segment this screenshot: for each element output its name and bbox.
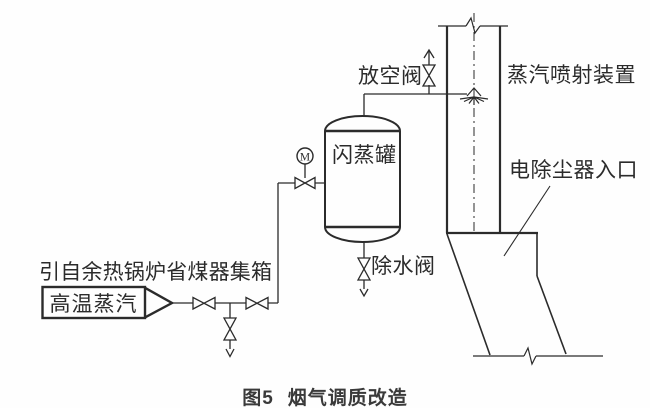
drain-valve-icon xyxy=(356,257,372,298)
feed-valve-1-icon xyxy=(192,296,216,311)
stack-duct xyxy=(438,13,508,233)
spray-nozzle-icon xyxy=(459,87,489,105)
esp-inlet-left-slant xyxy=(446,233,491,356)
vent-valve-label: 放空阀 xyxy=(358,64,423,88)
steam-box-outline xyxy=(41,285,175,320)
flash-tank-walls xyxy=(324,131,401,227)
flash-tank-top-dome xyxy=(324,115,401,132)
figure-title: 烟气调质改造 xyxy=(287,388,408,408)
steam-box-label: 高温蒸汽 xyxy=(49,291,138,316)
flash-tank-bottom-dome xyxy=(324,226,401,243)
pipe-lines xyxy=(172,51,467,349)
motor-valve-letter: M xyxy=(300,152,310,164)
esp-inlet-outline xyxy=(446,231,567,356)
flash-tank-shape xyxy=(324,115,401,243)
figure-number: 图5 xyxy=(242,388,274,408)
drain-valve-label: 除水阀 xyxy=(371,254,436,278)
drain-arrow-icon xyxy=(359,288,369,298)
ground-break-icon xyxy=(523,346,537,366)
steam-injector-label: 蒸汽喷射装置 xyxy=(507,63,636,87)
esp-inlet-label: 电除尘器入口 xyxy=(509,158,638,182)
ground-line xyxy=(473,346,603,366)
branch-valve-icon xyxy=(222,317,238,358)
feed-valve-2-icon xyxy=(245,296,269,311)
motor-valve-icon: M xyxy=(294,147,316,190)
stack-top-break-icon xyxy=(465,16,481,35)
figure-caption: 图5 烟气调质改造 xyxy=(0,383,650,408)
source-line-label: 引自余热锅炉省煤器集箱 xyxy=(39,260,273,284)
esp-label-leader-line xyxy=(503,185,551,257)
flash-tank-label: 闪蒸罐 xyxy=(332,143,397,167)
vent-valve-icon xyxy=(421,48,437,87)
branch-arrow-icon xyxy=(225,348,235,358)
pennant-arrow xyxy=(144,286,175,319)
vent-arrow-icon xyxy=(423,48,435,59)
flash-tank-tangent-lines xyxy=(325,129,400,229)
esp-inlet-right-slant xyxy=(536,275,567,355)
